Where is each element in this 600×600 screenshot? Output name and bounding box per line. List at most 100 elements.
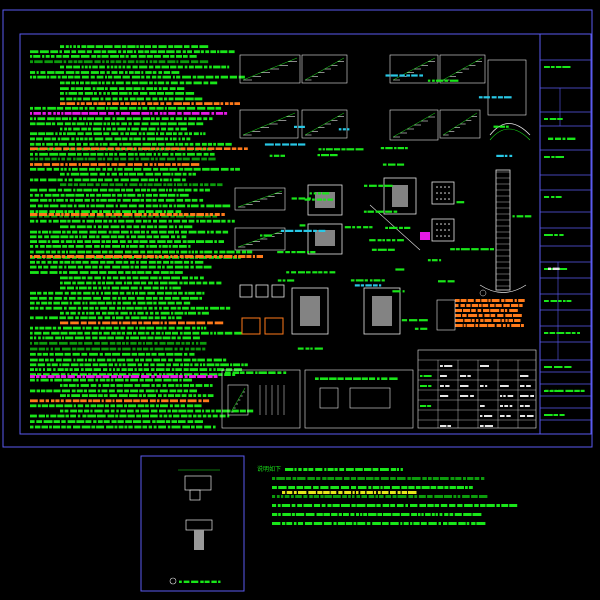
- text-glyph-run: [137, 193, 142, 197]
- text-glyph-run: [190, 163, 200, 166]
- text-glyph-run: [40, 375, 47, 378]
- text-glyph-run: [206, 363, 215, 367]
- text-glyph-run: [126, 341, 129, 345]
- text-glyph-run: [189, 281, 196, 285]
- text-glyph-run: [220, 363, 229, 367]
- text-glyph-run: [558, 268, 568, 270]
- text-glyph-run: [162, 276, 171, 280]
- text-glyph-run: [183, 580, 190, 583]
- text-glyph-run: [212, 414, 218, 418]
- text-glyph-run: [96, 291, 99, 295]
- text-glyph-run: [196, 219, 199, 223]
- text-glyph-run: [382, 513, 392, 516]
- text-glyph-run: [48, 230, 52, 234]
- text-glyph-run: [144, 50, 150, 54]
- text-glyph-run: [217, 50, 220, 54]
- text-glyph-run: [118, 373, 127, 376]
- text-glyph-run: [200, 204, 205, 208]
- text-glyph-run: [41, 260, 46, 264]
- text-glyph-run: [30, 363, 37, 367]
- text-glyph-run: [507, 324, 510, 327]
- text-glyph-run: [105, 137, 113, 141]
- text-glyph-run: [320, 495, 324, 498]
- text-glyph-run: [220, 75, 228, 79]
- text-glyph-run: [506, 415, 511, 417]
- text-glyph-run: [153, 235, 159, 239]
- text-glyph-run: [122, 50, 126, 54]
- text-glyph-run: [219, 414, 226, 418]
- text-glyph-run: [120, 178, 129, 182]
- text-glyph-run: [113, 75, 121, 79]
- text-glyph-run: [55, 117, 61, 121]
- text-glyph-run: [68, 331, 77, 335]
- text-glyph-run: [167, 210, 174, 213]
- text-glyph-run: [92, 373, 98, 376]
- text-glyph-run: [110, 235, 117, 239]
- text-glyph-run: [440, 365, 443, 367]
- text-glyph-run: [127, 45, 136, 48]
- text-glyph-run: [387, 248, 395, 251]
- text-glyph-run: [184, 265, 189, 269]
- text-glyph-run: [190, 363, 193, 367]
- column-elevation-outline: [495, 169, 511, 291]
- text-glyph-run: [470, 395, 474, 397]
- text-glyph-run: [145, 358, 152, 362]
- text-glyph-run: [196, 213, 204, 216]
- text-glyph-run: [86, 102, 92, 105]
- text-glyph-run: [434, 504, 440, 507]
- text-glyph-run: [188, 291, 195, 295]
- text-glyph-run: [112, 97, 118, 101]
- text-glyph-run: [121, 112, 130, 115]
- text-glyph-run: [440, 504, 448, 507]
- text-glyph-run: [169, 137, 173, 141]
- text-glyph-run: [51, 214, 58, 218]
- text-glyph-run: [411, 74, 418, 77]
- text-glyph-run: [175, 368, 182, 371]
- text-glyph-run: [102, 311, 107, 315]
- text-glyph-run: [246, 371, 254, 374]
- text-glyph-run: [382, 163, 387, 166]
- text-glyph-run: [114, 45, 121, 48]
- text-glyph-run: [97, 358, 106, 362]
- text-glyph-run: [129, 183, 138, 187]
- text-glyph-run: [178, 409, 187, 413]
- text-glyph-run: [154, 306, 158, 310]
- text-glyph-run: [272, 477, 276, 480]
- text-glyph-run: [109, 142, 118, 146]
- text-glyph-run: [103, 132, 110, 136]
- text-glyph-run: [86, 50, 92, 54]
- text-glyph-run: [107, 122, 110, 126]
- text-glyph-run: [551, 156, 555, 158]
- text-glyph-run: [138, 132, 142, 136]
- text-glyph-run: [258, 371, 267, 374]
- text-glyph-run: [79, 271, 89, 274]
- text-glyph-run: [357, 477, 365, 480]
- text-glyph-run: [117, 296, 121, 300]
- text-glyph-run: [60, 87, 69, 90]
- text-glyph-run: [166, 240, 173, 243]
- text-glyph-run: [57, 326, 61, 330]
- text-glyph-run: [410, 504, 418, 507]
- text-glyph-run: [85, 255, 95, 258]
- text-glyph-run: [45, 358, 49, 362]
- text-glyph-run: [419, 74, 423, 77]
- text-glyph-run: [255, 371, 258, 374]
- text-glyph-run: [190, 347, 195, 351]
- text-glyph-run: [192, 172, 196, 176]
- text-glyph-run: [114, 250, 123, 254]
- text-glyph-run: [146, 225, 154, 229]
- text-glyph-run: [427, 405, 432, 407]
- text-glyph-run: [184, 198, 191, 202]
- text-glyph-run: [183, 358, 191, 362]
- text-glyph-run: [509, 504, 518, 507]
- detail-outline: [239, 54, 301, 84]
- text-glyph-run: [465, 486, 468, 489]
- text-glyph-run: [125, 55, 129, 58]
- text-glyph-run: [171, 147, 180, 150]
- text-glyph-run: [295, 495, 302, 498]
- text-glyph-run: [173, 132, 177, 136]
- text-glyph-run: [48, 213, 55, 216]
- text-glyph-run: [35, 210, 39, 213]
- text-glyph-run: [127, 163, 133, 166]
- text-glyph-run: [153, 60, 158, 64]
